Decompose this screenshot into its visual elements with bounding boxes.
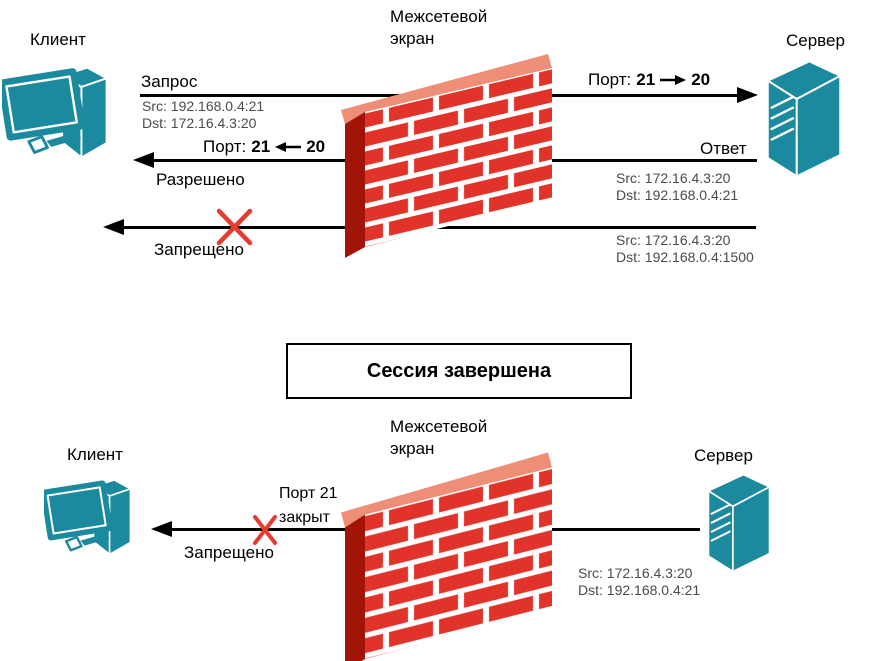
server-label-bottom: Сервер [694,446,753,465]
response-addresses: Src: 172.16.4.3:20 Dst: 192.168.0.4:21 [616,170,738,204]
request-dst: Dst: 172.16.4.3:20 [142,115,257,131]
server-icon-bottom [707,473,771,573]
denied-label-top: Запрещено [154,240,244,259]
firewall-label-bottom: Межсетевой экран [390,416,487,460]
port-out-to: 20 [691,70,711,89]
server-icon [766,60,842,178]
port-closed-line2: закрыт [279,509,330,526]
session-ended-banner: Сессия завершена [286,343,632,399]
blocked-dst: Dst: 192.168.0.4:1500 [616,249,754,265]
port-translate-left-arrow-icon [275,142,302,152]
port-out-from: 21 [636,70,656,89]
server-label-top: Сервер [786,31,845,50]
port-back-to: 20 [306,137,326,156]
response-dst: Dst: 192.168.0.4:21 [616,187,739,203]
request-label: Запрос [141,72,198,91]
closed-port-arrowhead-icon [151,521,172,537]
response-label: Ответ [700,139,747,158]
client-label-top: Клиент [30,30,86,49]
port-translation-back: Порт:21 20 [203,137,325,157]
client-computer-icon-bottom [44,478,132,556]
firewall-label-top-line1: Межсетевой [390,7,488,26]
firewall-label-top: Межсетевой экран [390,6,487,50]
port-translate-right-arrow-icon [660,75,687,85]
firewall-wall-icon-bottom [341,452,552,661]
request-arrowhead-icon [737,87,758,103]
bottom-response-dst: Dst: 192.168.0.4:21 [578,582,701,598]
response-src: Src: 172.16.4.3:20 [616,170,731,186]
denied-cross-icon-bottom [253,515,277,545]
client-computer-icon [2,66,109,160]
blocked-src: Src: 172.16.4.3:20 [616,232,731,248]
firewall-label-bottom-line1: Межсетевой [390,417,488,436]
port-back-prefix: Порт: [203,137,247,156]
port-out-prefix: Порт: [588,70,632,89]
firewall-label-bottom-line2: экран [390,439,435,458]
allowed-label: Разрешено [156,170,245,189]
session-ended-text: Сессия завершена [366,359,552,382]
port-closed-label: Порт 21 закрыт [279,482,338,530]
denied-cross-icon-top [216,208,253,246]
request-src: Src: 192.168.0.4:21 [142,98,265,114]
blocked-addresses: Src: 172.16.4.3:20 Dst: 192.168.0.4:1500 [616,232,754,266]
bottom-response-addresses: Src: 172.16.4.3:20 Dst: 192.168.0.4:21 [578,565,700,599]
port-closed-line1: Порт 21 [279,485,338,502]
response-arrowhead-icon [133,152,154,168]
blocked-arrowhead-icon [103,219,124,235]
port-translation-out: Порт:21 20 [588,70,710,90]
port-back-from: 21 [251,137,271,156]
request-addresses: Src: 192.168.0.4:21 Dst: 172.16.4.3:20 [142,98,264,132]
firewall-wall-icon [341,54,552,258]
denied-label-bottom: Запрещено [184,543,274,562]
client-label-bottom: Клиент [67,445,123,464]
bottom-response-src: Src: 172.16.4.3:20 [578,565,693,581]
firewall-label-top-line2: экран [390,29,435,48]
